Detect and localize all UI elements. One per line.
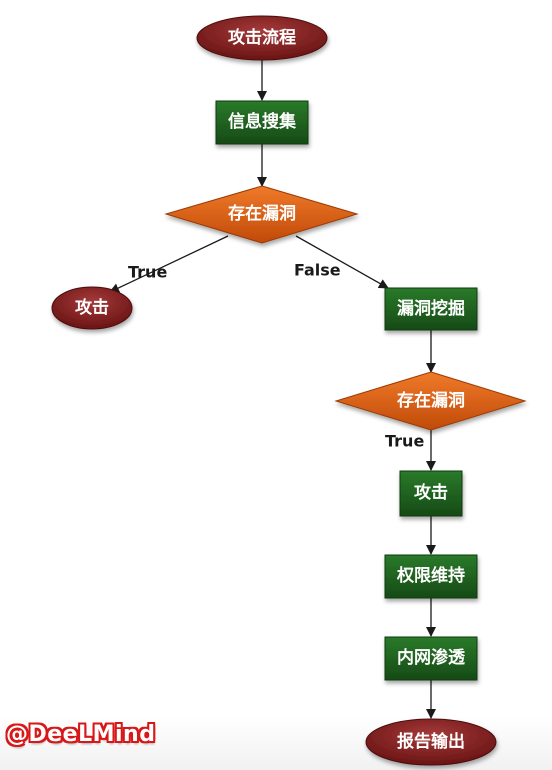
node-info-label: 信息搜集 (228, 111, 297, 132)
node-decision2-label: 存在漏洞 (397, 390, 465, 411)
watermark: @DeeLMind (6, 722, 156, 747)
edge-decision1-exploit (295, 235, 389, 289)
node-start (196, 15, 328, 61)
node-decision2 (334, 371, 527, 431)
node-decision1 (164, 185, 359, 244)
node-attack1 (51, 286, 133, 330)
node-privesc-label: 权限维持 (396, 565, 465, 586)
node-attack1-label: 攻击 (75, 297, 109, 318)
node-info (215, 100, 309, 145)
node-attack2 (399, 470, 463, 517)
node-lateral-label: 内网渗透 (397, 647, 466, 668)
node-exploit-label: 漏洞挖掘 (397, 298, 465, 319)
node-exploit (384, 287, 478, 331)
edge-decision1-attack1 (109, 235, 229, 293)
edge-label-d2-true: True (385, 432, 424, 451)
node-decision1-label: 存在漏洞 (228, 203, 296, 224)
node-attack2-label: 攻击 (414, 482, 448, 503)
node-privesc (384, 554, 478, 599)
node-report-label: 报告输出 (397, 731, 465, 752)
node-start-label: 攻击流程 (228, 27, 296, 48)
node-report (365, 718, 497, 766)
edge-label-d1-false: False (294, 261, 341, 280)
node-lateral (384, 636, 478, 681)
edge-label-d1-true: True (128, 263, 167, 282)
